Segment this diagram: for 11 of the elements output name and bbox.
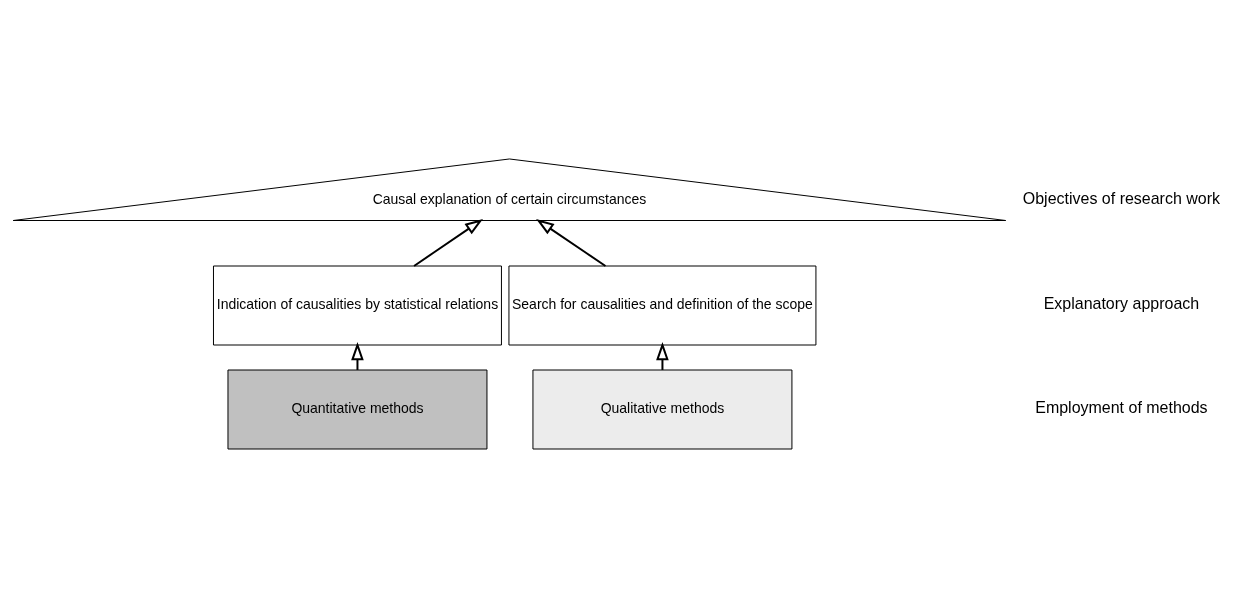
- arrow: [413, 219, 483, 267]
- node-box: Search for causalities and definition of the scope: [508, 265, 817, 346]
- arrow: [656, 342, 669, 371]
- label: Objectives of research work: [1022, 189, 1221, 207]
- node-box: Indication of causalities by statistical relations: [212, 265, 502, 346]
- label: Employment of methods: [1035, 399, 1208, 417]
- arrow: [351, 342, 364, 371]
- label: Explanatory approach: [1043, 295, 1200, 313]
- node-box: Qualitative methods: [532, 369, 793, 450]
- node-box: Quantitative methods: [227, 369, 488, 450]
- arrow: [536, 219, 607, 267]
